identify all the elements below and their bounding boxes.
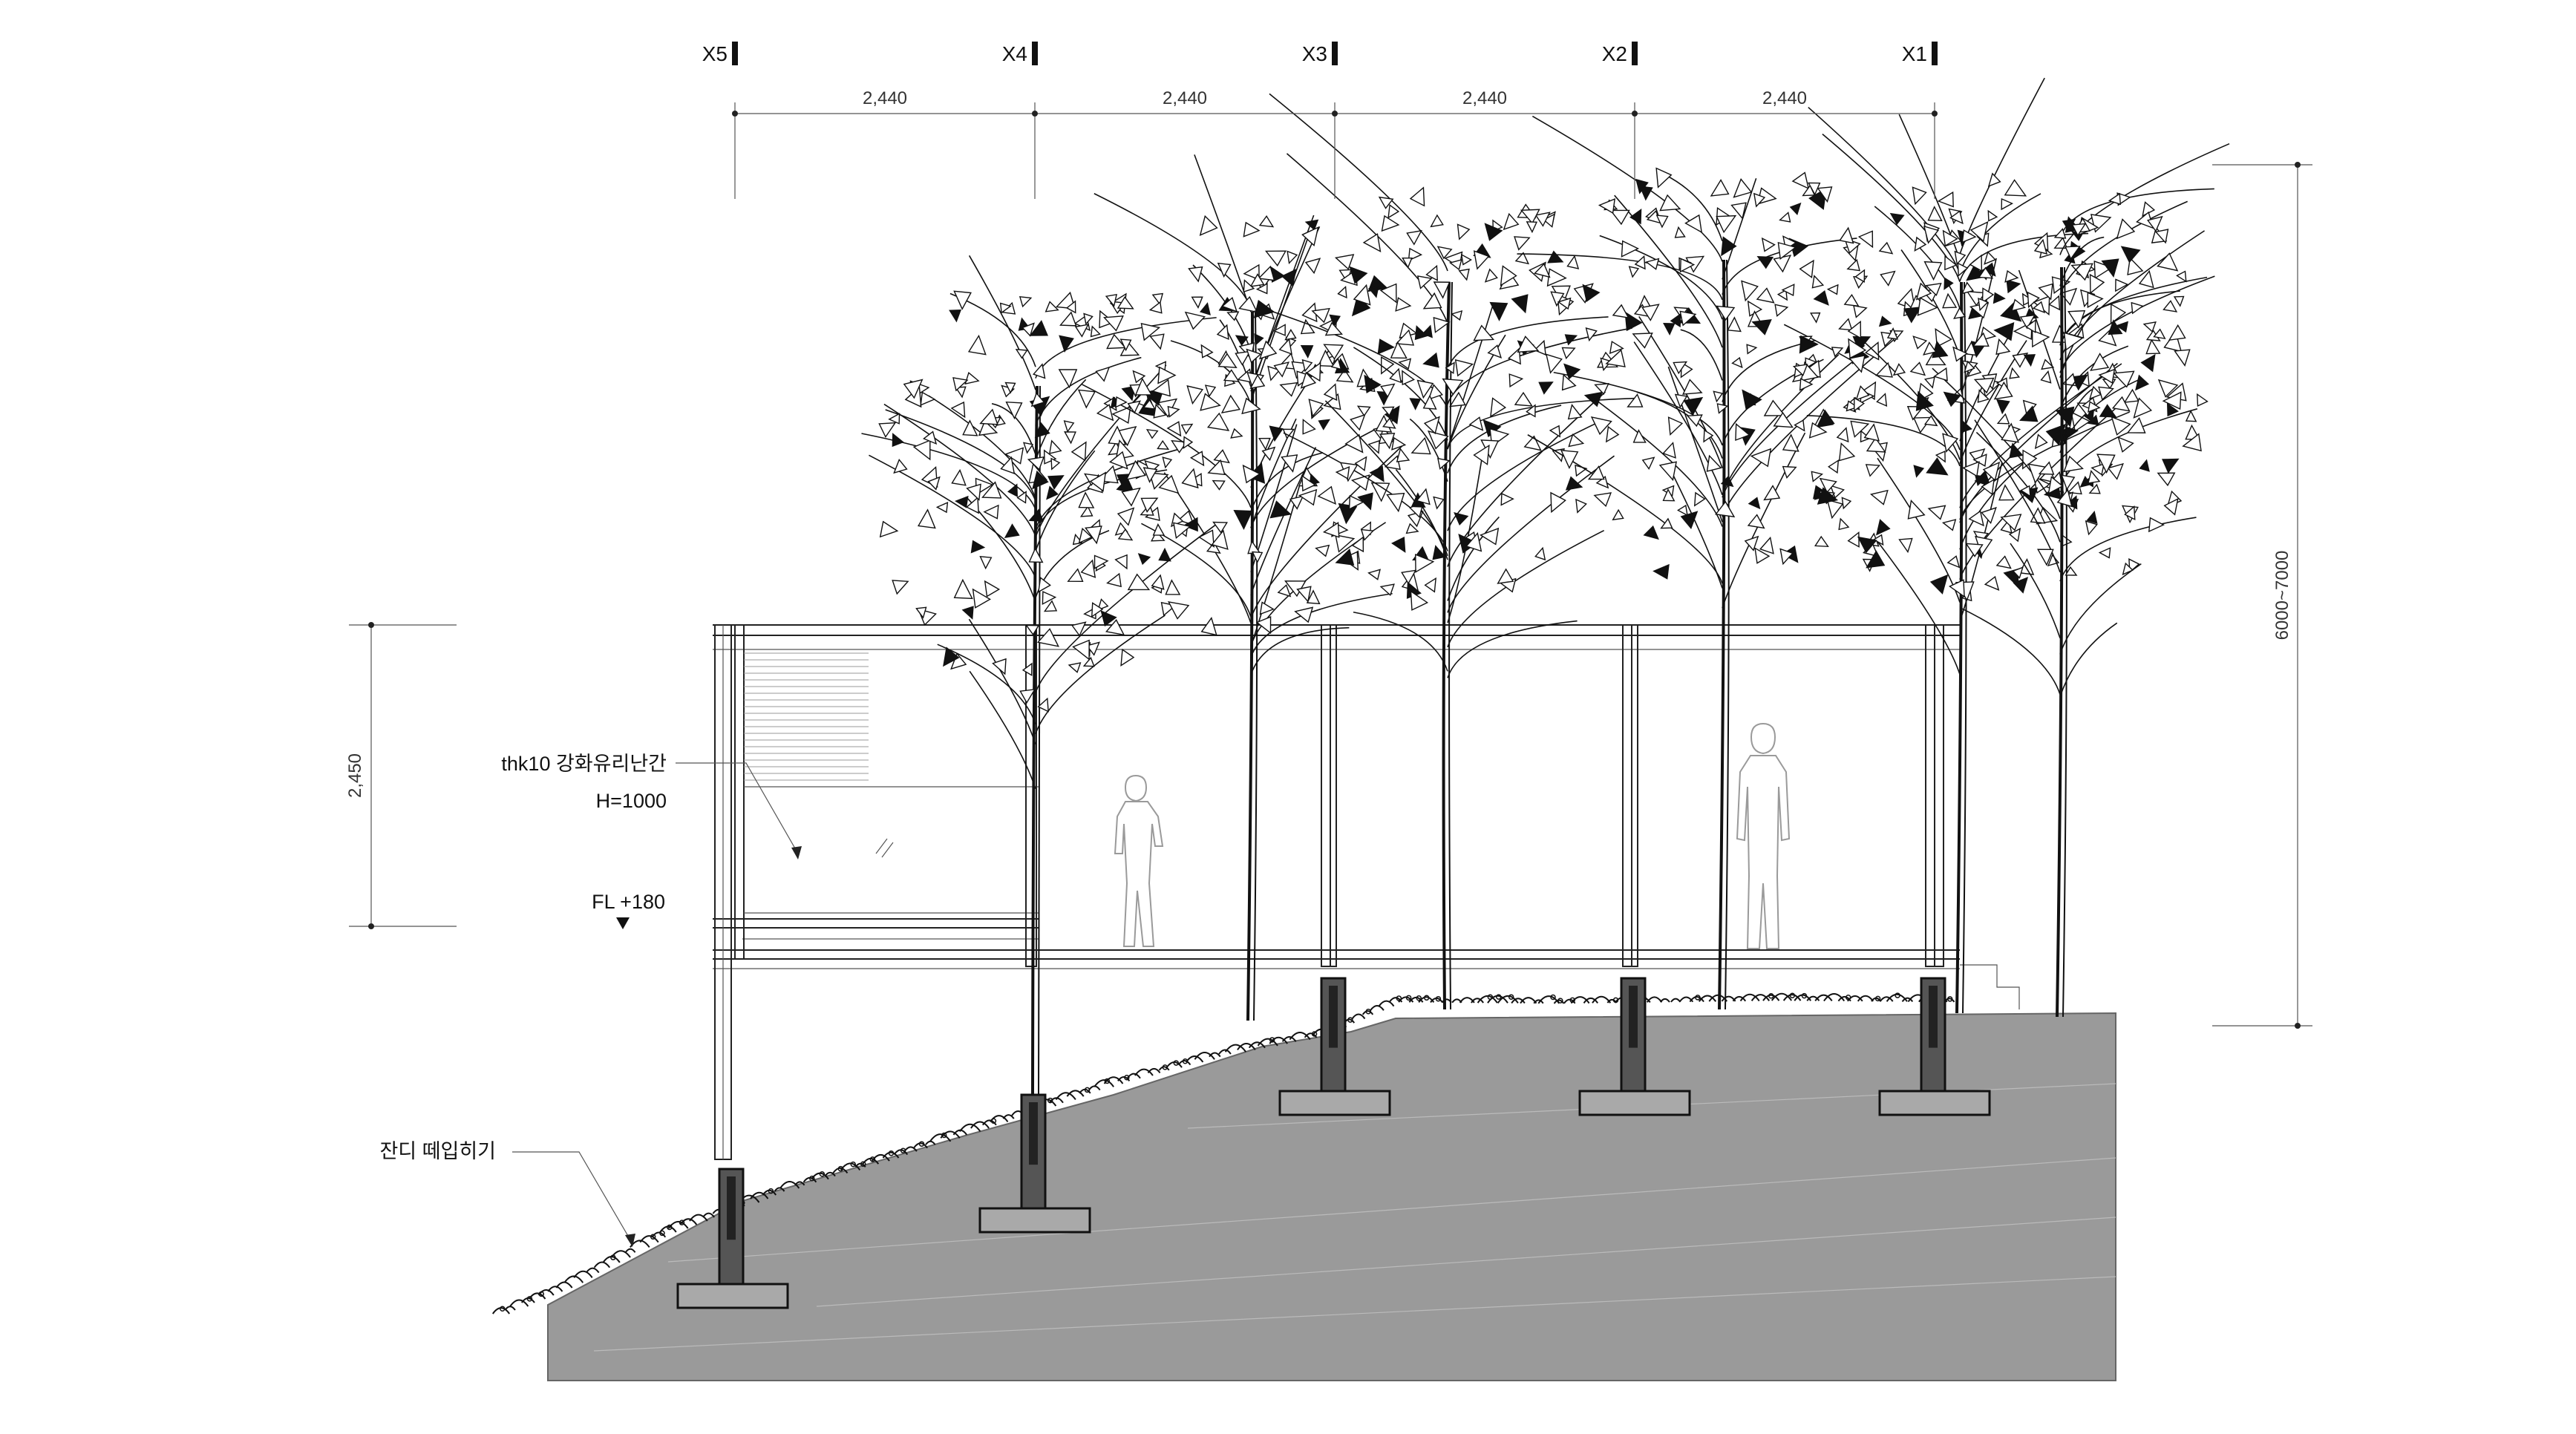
grid-axis-label-x4: X4 — [1002, 42, 1027, 65]
tree-height-label: 6000~7000 — [2272, 551, 2292, 641]
railing-label: thk10 강화유리난간 — [501, 753, 667, 775]
grid-axis-label-x3: X3 — [1302, 42, 1327, 65]
grid-axis-label-x2: X2 — [1602, 42, 1627, 65]
footing — [978, 1207, 1091, 1234]
span-dimension-label: 2,440 — [1762, 88, 1807, 108]
grid-axes: X5 X4 X3 X2 X1 2,440 2,440 2,440 2,440 — [702, 42, 1938, 199]
grid-axis-marker — [1032, 42, 1038, 65]
floor-level-callout: FL +180 — [592, 891, 665, 929]
span-dimension-label: 2,440 — [1163, 88, 1207, 108]
tree — [1909, 143, 2230, 1018]
level-marker-icon — [616, 917, 630, 929]
pier-core — [727, 1176, 736, 1240]
dimension-tick — [1632, 111, 1638, 117]
grid-axis-label-x1: X1 — [1902, 42, 1927, 65]
span-dimension-label: 2,440 — [863, 88, 907, 108]
footing — [676, 1283, 789, 1309]
floor-level-label: FL +180 — [592, 891, 665, 913]
dimension-tick — [1332, 111, 1338, 117]
deck-height-label: 2,450 — [345, 753, 365, 798]
grid-axis-marker — [1632, 42, 1638, 65]
pier-core — [1929, 986, 1938, 1048]
footing — [1878, 1090, 1991, 1116]
grid-axis-label-x5: X5 — [702, 42, 728, 65]
grid-axis-marker — [1332, 42, 1338, 65]
scale-figure-right — [1736, 722, 1791, 949]
pier-core — [1629, 986, 1638, 1048]
dimension-tick — [1932, 111, 1938, 117]
scale-figure-left — [1114, 774, 1164, 947]
tree — [1259, 93, 1635, 1010]
tree — [1783, 77, 2131, 1014]
grid-axis-marker — [1932, 42, 1938, 65]
span-dimension-label: 2,440 — [1462, 88, 1507, 108]
ground-section — [547, 1012, 2116, 1381]
deck-structure — [713, 624, 2020, 1160]
lawn-label: 잔디 떼입히기 — [379, 1140, 496, 1162]
pier-core — [1029, 1102, 1038, 1165]
tree — [1517, 115, 1904, 1010]
footings — [676, 977, 1991, 1309]
deck-height-dimension: 2,450 — [345, 622, 457, 929]
railing-callout: thk10 강화유리난간 H=1000 — [501, 753, 802, 860]
footing — [1578, 1090, 1691, 1116]
pier-core — [1329, 986, 1338, 1048]
dimension-tick — [1032, 111, 1038, 117]
grid-axis-marker — [732, 42, 738, 65]
tree — [861, 255, 1217, 1096]
dimension-tick — [732, 111, 738, 117]
trees — [861, 77, 2230, 1096]
tree-height-dimension: 6000~7000 — [2212, 162, 2312, 1029]
railing-height-label: H=1000 — [596, 790, 667, 812]
footing — [1278, 1090, 1391, 1116]
lawn-callout: 잔디 떼입히기 — [379, 1140, 635, 1247]
